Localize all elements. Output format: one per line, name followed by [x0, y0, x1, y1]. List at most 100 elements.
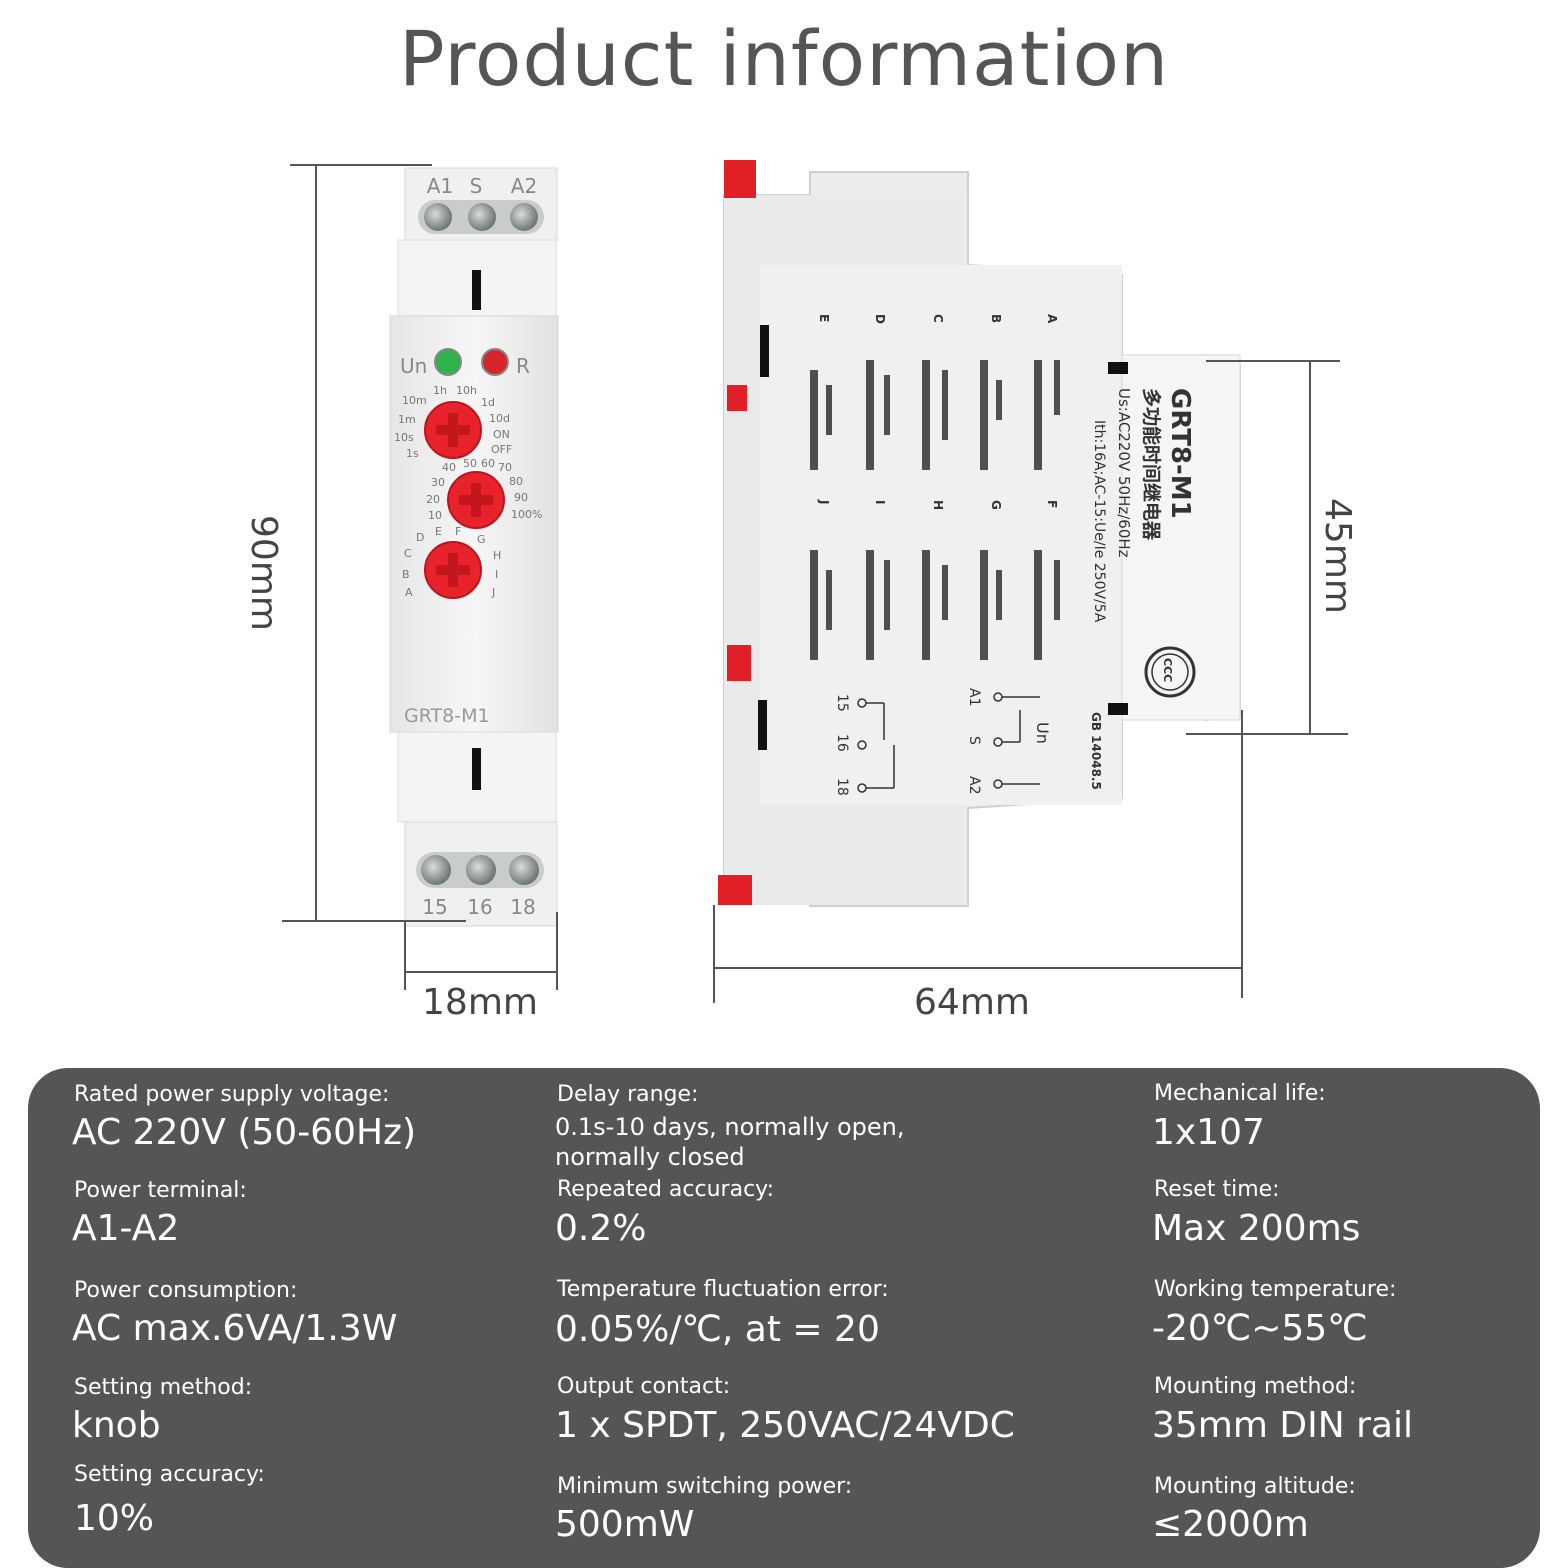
- screw-icon: [468, 203, 496, 231]
- terminal-label-18: 18: [510, 895, 535, 919]
- knob1-scale-label: 10h: [456, 384, 477, 397]
- spec-label: Rated power supply voltage:: [74, 1082, 390, 1107]
- knob3-scale-label: H: [493, 549, 501, 562]
- knob1-scale-label: 10s: [394, 431, 414, 444]
- knob1-scale-label: 1h: [433, 384, 447, 397]
- function-letter: E: [817, 314, 831, 322]
- knob2-scale-label: 30: [431, 476, 445, 489]
- knob2-scale-label: 80: [509, 475, 523, 488]
- spec-value: A1-A2: [72, 1208, 180, 1249]
- knob2-scale-label: 100%: [511, 508, 542, 521]
- din-clip: [727, 645, 751, 681]
- knob1-scale-label: 10d: [489, 412, 510, 425]
- screw-icon: [424, 203, 452, 231]
- power-led-icon: [434, 348, 462, 376]
- screw-icon: [510, 203, 538, 231]
- time-range-knob[interactable]: [424, 401, 482, 459]
- function-letter: H: [931, 500, 945, 510]
- spec-label: Temperature fluctuation error:: [557, 1277, 889, 1302]
- percentage-knob[interactable]: [447, 471, 505, 529]
- knob3-scale-label: J: [491, 586, 495, 599]
- side-terminal-label-16: 16: [834, 734, 850, 752]
- spec-value: Max 200ms: [1152, 1208, 1361, 1249]
- spec-label: Minimum switching power:: [557, 1474, 853, 1499]
- spec-value: AC 220V (50-60Hz): [72, 1112, 417, 1153]
- knob2-scale-label: 60: [481, 457, 495, 470]
- side-rating-current: Ith:16A;AC-15:Ue/Ie 250V/5A: [1091, 420, 1107, 623]
- svg-text:CCC: CCC: [1161, 658, 1174, 682]
- knob3-scale-label: C: [404, 547, 412, 560]
- side-terminal-label-a2: A2: [966, 776, 982, 794]
- front-model-label: GRT8-M1: [404, 705, 490, 727]
- knob1-scale-label: 1d: [481, 396, 495, 409]
- screw-icon: [509, 855, 539, 885]
- spec-label: Mechanical life:: [1154, 1081, 1326, 1106]
- depth-dimension: 64mm: [914, 982, 1030, 1023]
- side-terminal-label-15: 15: [834, 694, 850, 712]
- knob1-scale-label: OFF: [491, 443, 512, 456]
- side-rating-voltage: Us:AC220V 50Hz/60Hz: [1115, 388, 1133, 558]
- spec-label: Repeated accuracy:: [557, 1177, 775, 1202]
- product-drawing: A1 S A2 Un R 1h 10h 10m 1d 1m 10d 10s: [243, 160, 1358, 1023]
- function-letter: B: [989, 314, 1003, 323]
- din-clip: [724, 160, 756, 198]
- function-letter: F: [1045, 500, 1059, 508]
- spec-value: -20℃~55℃: [1152, 1308, 1368, 1349]
- led-label-un: Un: [400, 354, 427, 378]
- function-letter: A: [1045, 314, 1059, 324]
- knob3-scale-label: F: [455, 525, 461, 538]
- spec-value: 0.1s-10 days, normally open, normally cl…: [555, 1113, 905, 1171]
- terminal-label-a1: A1: [427, 174, 453, 198]
- side-model-label: GRT8-M1: [1165, 388, 1195, 519]
- spec-label: Mounting altitude:: [1154, 1474, 1356, 1499]
- spec-value: 1 x SPDT, 250VAC/24VDC: [555, 1405, 1015, 1446]
- spec-value: knob: [72, 1405, 161, 1446]
- ccc-certification-icon: CCC: [1144, 646, 1196, 698]
- side-terminal-label-un: Un: [1033, 722, 1052, 744]
- spec-value: 1x107: [1152, 1112, 1265, 1153]
- side-height-dimension: 45mm: [1317, 498, 1358, 614]
- page-title: Product information: [398, 14, 1170, 103]
- terminal-label-15: 15: [422, 895, 447, 919]
- spec-label: Working temperature:: [1154, 1277, 1397, 1302]
- knob2-scale-label: 90: [514, 491, 528, 504]
- spec-label: Setting accuracy:: [74, 1462, 265, 1487]
- dimension-lines-front: [282, 164, 558, 990]
- spec-label: Power terminal:: [74, 1178, 247, 1203]
- relay-front-view: A1 S A2 Un R 1h 10h 10m 1d 1m 10d 10s: [389, 167, 559, 927]
- spec-value: AC max.6VA/1.3W: [72, 1308, 398, 1349]
- height-dimension: 90mm: [243, 515, 284, 631]
- screw-icon: [466, 855, 496, 885]
- width-dimension: 18mm: [422, 982, 538, 1023]
- spec-value: ≤2000m: [1152, 1504, 1309, 1545]
- function-letter: C: [931, 314, 945, 323]
- spec-value: 35mm DIN rail: [1152, 1405, 1413, 1446]
- knob3-scale-label: E: [435, 525, 442, 538]
- spec-label: Mounting method:: [1154, 1374, 1357, 1399]
- terminal-label-16: 16: [467, 895, 492, 919]
- function-letter: D: [873, 314, 887, 324]
- side-terminal-label-18: 18: [834, 778, 850, 796]
- timing-diagrams: [810, 360, 1060, 660]
- terminal-label-s: S: [470, 174, 483, 198]
- function-knob[interactable]: [424, 541, 482, 599]
- spec-label: Delay range:: [557, 1082, 699, 1107]
- knob2-scale-label: 20: [426, 493, 440, 506]
- side-terminal-label-a1: A1: [966, 688, 982, 706]
- function-letter: J: [817, 499, 831, 504]
- knob1-scale-label: 10m: [402, 394, 427, 407]
- knob2-scale-label: 10: [428, 509, 442, 522]
- spec-value: 0.05%/℃, at = 20: [555, 1309, 880, 1350]
- din-clip: [727, 385, 747, 411]
- knob2-scale-label: 50: [463, 457, 477, 470]
- knob3-scale-label: B: [402, 568, 410, 581]
- knob1-scale-label: 1m: [398, 413, 416, 426]
- side-terminal-label-s: S: [966, 736, 982, 745]
- function-letter: G: [989, 500, 1003, 510]
- knob1-scale-label: ON: [493, 428, 510, 441]
- knob3-scale-label: D: [416, 531, 424, 544]
- spec-label: Power consumption:: [74, 1278, 298, 1303]
- relay-led-icon: [481, 348, 509, 376]
- side-product-name: 多功能时间继电器: [1140, 388, 1163, 541]
- knob3-scale-label: A: [405, 586, 413, 599]
